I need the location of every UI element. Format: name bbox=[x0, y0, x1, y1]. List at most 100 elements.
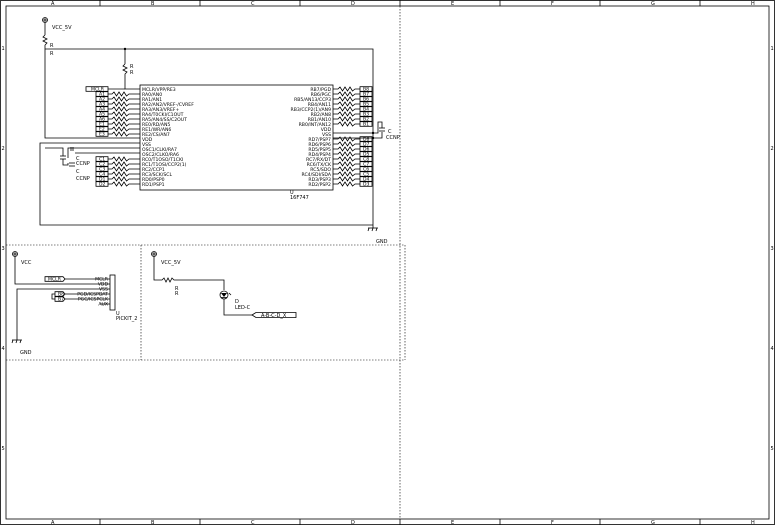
row-label: 5 bbox=[2, 446, 5, 452]
gnd-symbol: GND bbox=[11, 339, 32, 356]
pin-resistor bbox=[108, 161, 140, 167]
wire bbox=[62, 159, 69, 166]
column-label: G bbox=[651, 520, 655, 525]
net-label-b8[interactable] bbox=[359, 86, 373, 92]
pickit-value: PICKIT_2 bbox=[116, 316, 137, 322]
net-port-abcdx[interactable] bbox=[251, 312, 297, 318]
net-label-b6[interactable] bbox=[359, 96, 373, 102]
row-label: 3 bbox=[771, 246, 774, 252]
net-label-d2[interactable] bbox=[95, 181, 109, 187]
net-label-a5[interactable] bbox=[95, 111, 109, 117]
net-label-text: B7 bbox=[58, 297, 64, 303]
column-label: H bbox=[751, 520, 755, 525]
net-label-d3[interactable] bbox=[359, 181, 373, 187]
gnd-symbol: GND bbox=[367, 227, 388, 245]
net-label-a6[interactable] bbox=[95, 116, 109, 122]
net-label-text: B1 bbox=[363, 122, 369, 128]
net-label-text: MCLR bbox=[48, 277, 62, 283]
row-label: 4 bbox=[771, 346, 774, 352]
net-label-text: C7 bbox=[363, 162, 369, 168]
cap-ref: C bbox=[388, 129, 392, 135]
cap-ref: C bbox=[76, 169, 80, 175]
mcu-pin-label: MCLR/VPP/RE3 bbox=[142, 87, 176, 93]
pin-resistor bbox=[108, 171, 140, 177]
mcu-pin-label: RC6/TX/CK bbox=[307, 162, 332, 168]
row-label: 4 bbox=[2, 346, 5, 352]
column-label: A bbox=[51, 520, 55, 525]
pickit-2-connector[interactable] bbox=[109, 274, 116, 311]
wire bbox=[223, 299, 252, 316]
wire-vdd bbox=[14, 256, 110, 285]
net-label-a4[interactable] bbox=[95, 106, 109, 112]
pin-resistor bbox=[333, 166, 360, 172]
mcu-pin-label: RE1/WR/AN6 bbox=[142, 127, 171, 133]
net-label-text: MCLR bbox=[91, 87, 105, 93]
net-label-b3[interactable] bbox=[359, 111, 373, 117]
net-label-text: C5 bbox=[363, 172, 369, 178]
mcu-pin-label: RC2/CCP1 bbox=[142, 167, 165, 173]
gnd-label: GND bbox=[376, 239, 388, 245]
net-label-b4[interactable] bbox=[359, 106, 373, 112]
net-label-text: B6 bbox=[363, 97, 369, 103]
wire bbox=[45, 147, 64, 156]
pin-resistor bbox=[333, 176, 360, 182]
pin-resistor bbox=[333, 111, 360, 117]
mcu-pin-label: RB1/AN10 bbox=[308, 117, 331, 123]
mcu-pin-label: RD7/PSP7 bbox=[308, 137, 331, 143]
net-label-a3[interactable] bbox=[95, 101, 109, 107]
pin-resistor bbox=[333, 91, 360, 97]
mcu-pin-label: RA0/AN0 bbox=[142, 92, 162, 98]
column-label: A bbox=[51, 1, 55, 7]
column-label: B bbox=[151, 1, 155, 7]
mcu-16f747[interactable] bbox=[139, 84, 334, 191]
cap-value: CCNP bbox=[386, 135, 400, 141]
pickit-pins: MCLRMCLRVDDVSSPGD/ICSPDATB8PGC/ICSPCLKB7… bbox=[44, 276, 110, 308]
net-label-b5[interactable] bbox=[359, 101, 373, 107]
column-label: G bbox=[651, 1, 655, 7]
vcc-5v-symbol: VCC_5V bbox=[151, 251, 181, 266]
mcu-pin-label: RD0/PSP0 bbox=[142, 177, 165, 183]
column-label: D bbox=[351, 1, 355, 7]
net-label-text: A6 bbox=[99, 117, 105, 123]
mcu-pin-label: OSC1/CLKI/RA7 bbox=[142, 147, 177, 153]
pin-resistor bbox=[108, 91, 140, 97]
row-label: 3 bbox=[2, 246, 5, 252]
net-label-text: B2 bbox=[363, 117, 369, 123]
net-label-b8[interactable] bbox=[54, 291, 66, 297]
column-label: F bbox=[551, 1, 554, 7]
wire-vdd-right bbox=[333, 121, 383, 134]
net-label-text: D3 bbox=[363, 182, 370, 188]
pickit-pin-label: VDD bbox=[98, 282, 109, 288]
net-label-mclr[interactable] bbox=[44, 276, 66, 282]
net-label-mclr[interactable] bbox=[85, 86, 109, 92]
pin-resistor bbox=[108, 166, 140, 172]
wire-vss-gnd bbox=[39, 142, 373, 226]
net-label-text: D5 bbox=[363, 152, 370, 158]
net-label-a2[interactable] bbox=[95, 96, 109, 102]
net-label-b7[interactable] bbox=[54, 296, 66, 302]
junction bbox=[371, 131, 375, 135]
mcu-pin-label: VDD bbox=[321, 127, 332, 133]
net-label-e3[interactable] bbox=[95, 131, 109, 137]
pin-resistor bbox=[333, 151, 360, 157]
net-label-b1[interactable] bbox=[359, 121, 373, 127]
net-label-text: D4 bbox=[363, 177, 370, 183]
net-label-a1[interactable] bbox=[95, 91, 109, 97]
pin-resistor bbox=[333, 121, 360, 127]
mclr-resistor bbox=[122, 63, 140, 90]
net-label-text: E1 bbox=[99, 122, 105, 128]
vcc-symbol: VCC bbox=[12, 251, 32, 266]
vcc-5v-label: VCC_5V bbox=[52, 25, 72, 31]
mcu-pin-label: RD4/PSP4 bbox=[308, 152, 331, 158]
column-label: D bbox=[351, 520, 355, 525]
mcu-pins: MCLR/VPP/RE3MCLRRA0/AN0A1RA1/AN1A2RA2/AN… bbox=[85, 86, 373, 188]
pickit-pin-label: PGD/ICSPDAT bbox=[77, 292, 108, 298]
net-label-e1[interactable] bbox=[95, 121, 109, 127]
net-label-b2[interactable] bbox=[359, 116, 373, 122]
mcu-pin-label: RA5/AN4/SS/C2OUT bbox=[142, 117, 187, 123]
column-label: C bbox=[251, 1, 255, 7]
pickit-pin-label: PGC/ICSPCLK bbox=[78, 297, 109, 303]
net-label-b7[interactable] bbox=[359, 91, 373, 97]
junction bbox=[123, 47, 127, 51]
